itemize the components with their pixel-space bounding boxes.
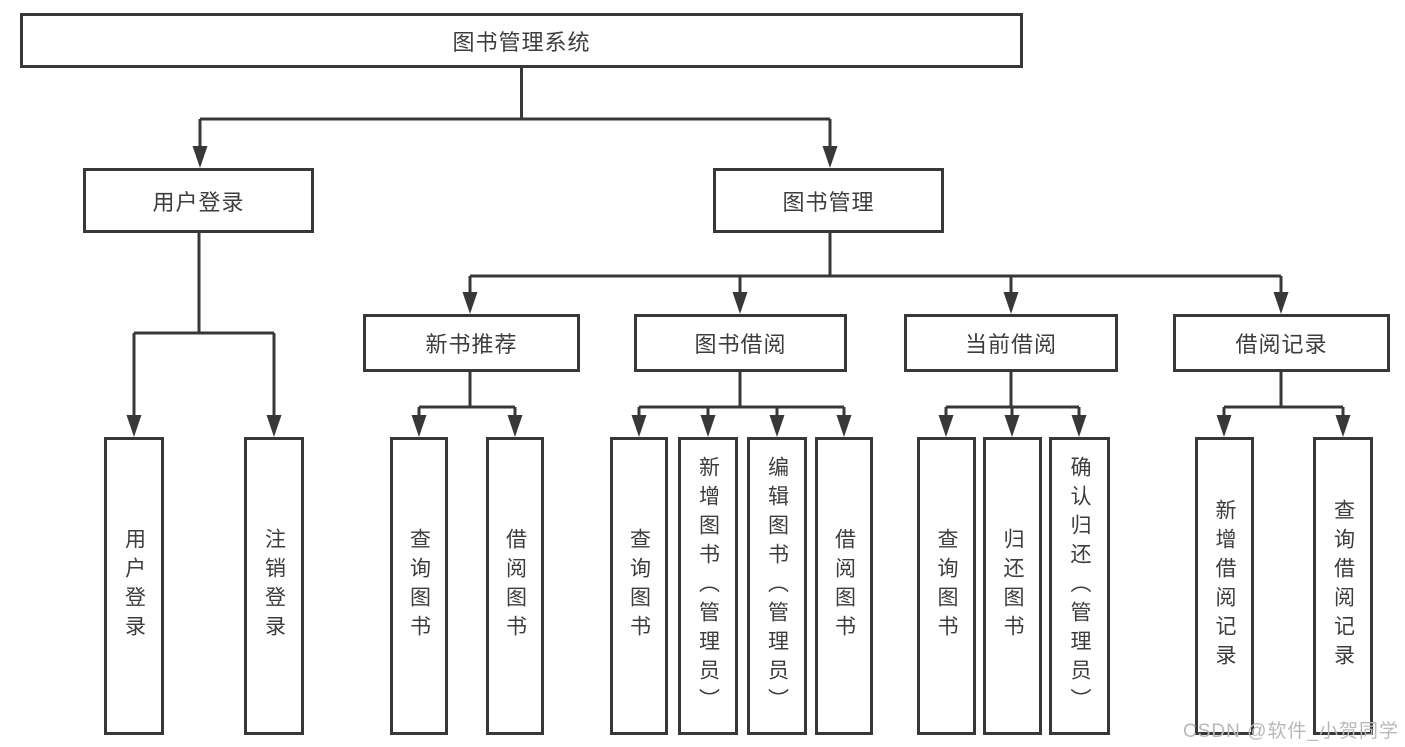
node-label: 图书管理: [782, 189, 875, 215]
node-label: 借阅记录: [1235, 332, 1328, 357]
node-label: 新增图书（管理员）: [696, 455, 720, 717]
node-book-borrow: 图书借阅: [634, 314, 847, 372]
node-label: 借阅图书: [503, 528, 527, 644]
leaf-borrow-books-recommend: 借阅图书: [486, 437, 544, 735]
node-label: 查询图书: [627, 528, 651, 644]
leaf-query-books-recommend: 查询图书: [390, 437, 448, 735]
node-label: 归还图书: [1001, 528, 1024, 644]
node-library-management-system: 图书管理系统: [20, 13, 1023, 68]
node-label: 用户登录: [152, 189, 245, 215]
leaf-edit-book-admin: 编辑图书（管理员）: [747, 437, 807, 735]
leaf-return-books: 归还图书: [983, 437, 1042, 735]
leaf-user-login: 用户登录: [104, 437, 164, 735]
node-label: 查询图书: [407, 528, 431, 644]
leaf-confirm-return-admin: 确认归还（管理员）: [1049, 437, 1110, 735]
node-label: 新增借阅记录: [1213, 499, 1236, 673]
node-borrow-records: 借阅记录: [1173, 314, 1390, 372]
node-label: 图书借阅: [694, 332, 787, 357]
node-label: 确认归还（管理员）: [1068, 455, 1091, 717]
node-label: 编辑图书（管理员）: [765, 455, 789, 717]
node-label: 图书管理系统: [452, 29, 591, 55]
leaf-logout: 注销登录: [244, 437, 304, 735]
leaf-query-books-borrow: 查询图书: [610, 437, 668, 735]
node-label: 借阅图书: [832, 528, 856, 644]
node-new-book-recommend: 新书推荐: [363, 314, 580, 372]
watermark: CSDN @软件_小贺同学: [1183, 721, 1399, 742]
node-label: 注销登录: [262, 528, 286, 644]
node-user-login: 用户登录: [83, 168, 314, 233]
leaf-add-borrow-record: 新增借阅记录: [1195, 437, 1254, 735]
node-book-management: 图书管理: [713, 168, 944, 233]
leaf-query-books-current: 查询图书: [917, 437, 976, 735]
node-label: 查询借阅记录: [1331, 499, 1355, 673]
node-current-borrow: 当前借阅: [904, 314, 1118, 372]
leaf-borrow-books: 借阅图书: [815, 437, 873, 735]
leaf-add-book-admin: 新增图书（管理员）: [678, 437, 738, 735]
leaf-query-borrow-record: 查询借阅记录: [1313, 437, 1373, 735]
node-label: 当前借阅: [964, 332, 1057, 357]
node-label: 新书推荐: [425, 332, 518, 357]
node-label: 查询图书: [935, 528, 958, 644]
node-label: 用户登录: [122, 528, 146, 644]
